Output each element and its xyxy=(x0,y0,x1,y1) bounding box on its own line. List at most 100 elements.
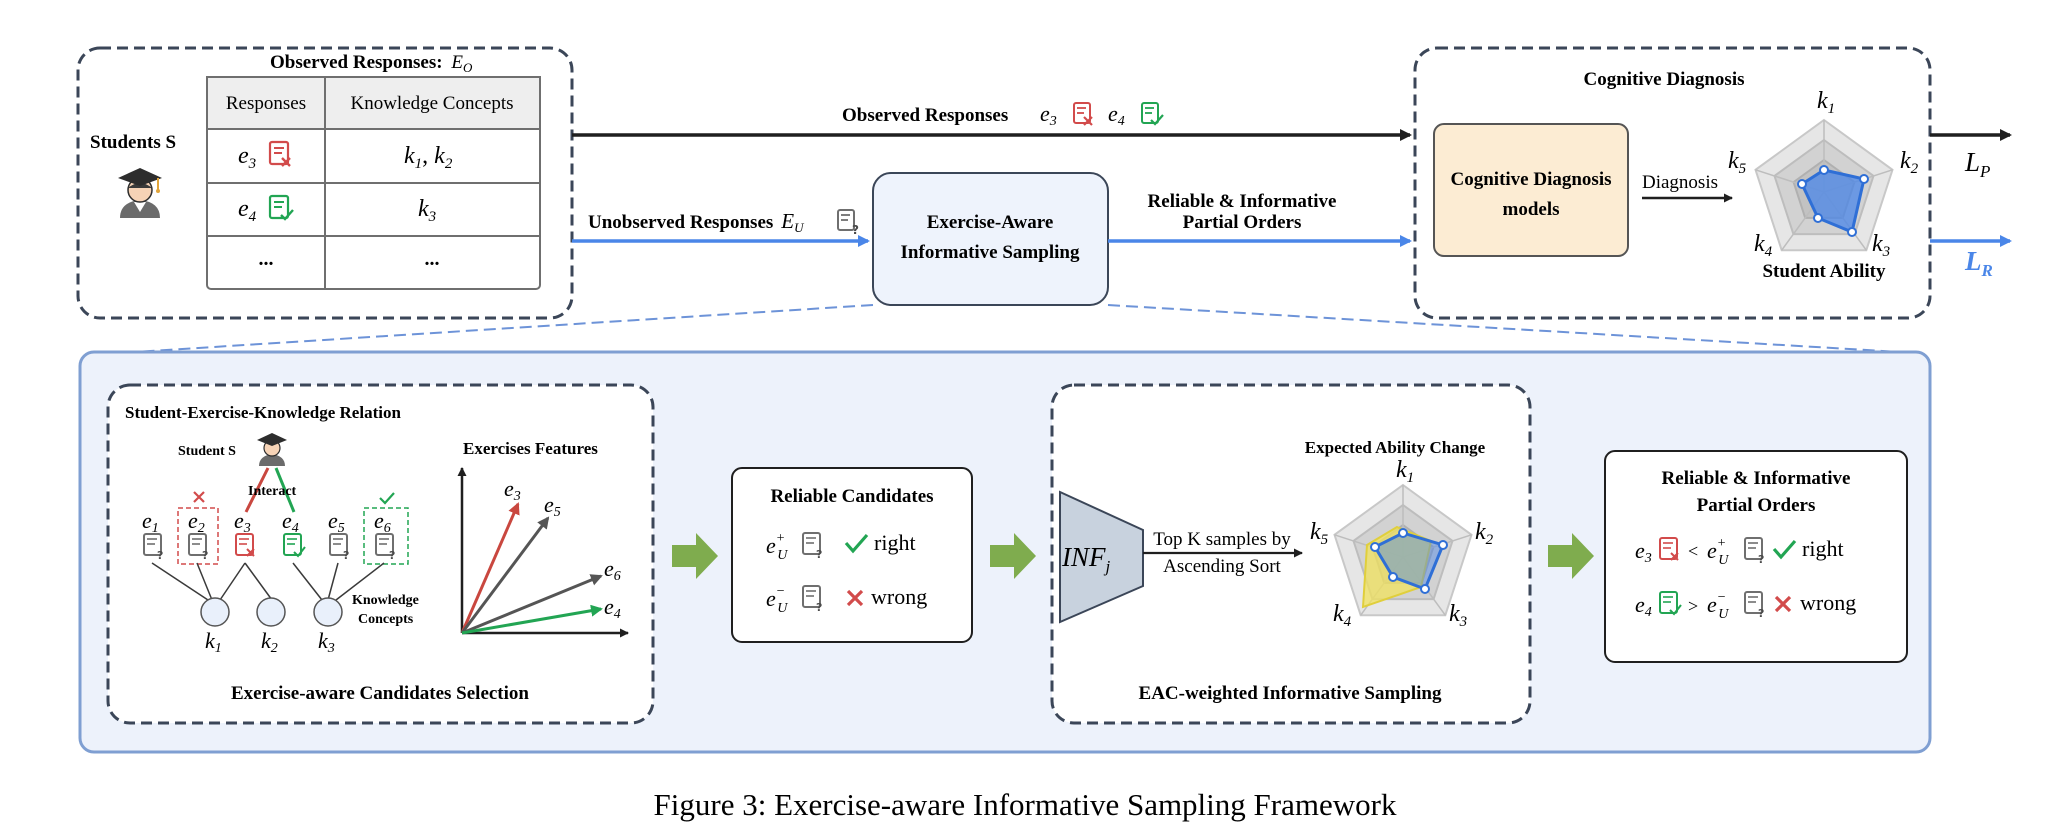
table-row-2-concepts: k3 xyxy=(418,196,436,225)
eac-radar-k1: k1 xyxy=(1396,457,1414,486)
eac-sampling-caption: EAC-weighted Informative Sampling xyxy=(1139,683,1442,704)
radar-k5: k5 xyxy=(1728,148,1747,177)
observed-responses-title: Observed Responses: EO xyxy=(270,52,473,75)
eac-radar-k4: k4 xyxy=(1333,601,1352,630)
student-avatar-icon xyxy=(257,433,287,466)
radar-k3: k3 xyxy=(1872,231,1890,260)
check-icon xyxy=(1772,539,1797,560)
candidate-negative: e−U xyxy=(766,584,788,616)
unknown-doc-icon: ? xyxy=(375,533,395,562)
unknown-doc-icon: ? xyxy=(329,533,349,562)
knowledge-k1: k1 xyxy=(205,628,222,656)
cd-models-line1: Cognitive Diagnosis xyxy=(1451,169,1612,190)
flow-arrow-2 xyxy=(990,533,1036,579)
exercise-concept-edges xyxy=(151,562,385,601)
orders-title-line2: Partial Orders xyxy=(1697,495,1816,516)
wrong-doc-icon xyxy=(1659,537,1679,561)
exercise-e6: e6 xyxy=(374,508,391,536)
knowledge-concepts-label-2: Concepts xyxy=(358,612,414,627)
topk-line1: Top K samples by xyxy=(1153,529,1291,550)
table-header-responses: Responses xyxy=(226,93,306,114)
candidate-positive-label: right xyxy=(874,530,916,555)
unknown-doc-icon: ? xyxy=(143,533,163,562)
svg-text:?: ? xyxy=(1758,607,1764,620)
radar-k4: k4 xyxy=(1754,231,1773,260)
exercise-e2: e2 xyxy=(188,508,205,536)
eac-radar-k5: k5 xyxy=(1310,519,1329,548)
svg-text:?: ? xyxy=(1758,553,1764,566)
table-row-3-response: ... xyxy=(259,248,274,270)
interact-line-red xyxy=(244,467,270,513)
cd-models-box xyxy=(1433,123,1629,257)
exercise-e3: e3 xyxy=(234,508,251,536)
right-doc-icon xyxy=(1141,102,1164,126)
interact-label: Interact xyxy=(248,484,297,499)
relation-title: Student-Exercise-Knowledge Relation xyxy=(125,403,401,422)
feature-label-e6: e6 xyxy=(604,556,621,584)
student-ability-label: Student Ability xyxy=(1762,261,1886,282)
knowledge-k2: k2 xyxy=(261,628,278,656)
feature-label-e3: e3 xyxy=(504,476,521,504)
interact-line-green xyxy=(274,467,296,513)
eac-radar-k2: k2 xyxy=(1475,519,1494,548)
reliable-candidates-title: Reliable Candidates xyxy=(770,486,933,507)
cognitive-diagnosis-box xyxy=(1413,46,1932,320)
exercise-e5: e5 xyxy=(328,508,345,536)
svg-text:?: ? xyxy=(816,601,822,614)
cross-icon xyxy=(1774,595,1792,613)
observed-responses-box xyxy=(76,46,574,320)
radar-title: Expected Ability Change xyxy=(1305,438,1486,457)
svg-text:?: ? xyxy=(157,549,163,562)
table-row-1-concepts: k1, k2 xyxy=(404,143,453,172)
cross-icon xyxy=(846,589,864,607)
unknown-doc-icon: ? xyxy=(802,532,822,561)
table-row-1-response: e3 xyxy=(238,143,256,172)
feature-vector-e6 xyxy=(461,574,603,635)
knowledge-concepts-label-1: Knowledge xyxy=(352,593,419,608)
order-row-2-right: e−U xyxy=(1707,590,1729,622)
partial-orders-line2: Partial Orders xyxy=(1183,212,1302,233)
expected-ability-radar: k1 k2 k3 k4 k5 xyxy=(1310,457,1494,630)
diagnosis-label: Diagnosis xyxy=(1642,172,1718,193)
observed-arrow-label: Observed Responses xyxy=(842,105,1008,126)
table-row-3-concepts: ... xyxy=(425,248,440,270)
check-icon xyxy=(844,533,869,554)
zoom-line-left xyxy=(134,304,874,353)
table-row-2-response: e4 xyxy=(238,196,257,225)
order-row-1-right: e+U xyxy=(1707,536,1729,568)
unknown-doc-icon: ? xyxy=(188,533,208,562)
student-avatar-icon xyxy=(118,168,162,218)
observed-e3: e3 xyxy=(1040,101,1057,129)
flow-arrow-1 xyxy=(672,533,718,579)
unknown-doc-icon: ? xyxy=(1744,537,1764,566)
exercise-e4: e4 xyxy=(282,508,299,536)
knowledge-node-k3 xyxy=(313,597,343,627)
unknown-doc-icon: ? xyxy=(1744,591,1764,620)
figure-caption: Figure 3: Exercise-aware Informative Sam… xyxy=(654,787,1397,822)
right-doc-icon xyxy=(1659,591,1682,616)
feature-vector-e4 xyxy=(461,604,603,635)
svg-text:?: ? xyxy=(852,223,859,237)
student-ability-radar: k1 k2 k3 k4 k5 xyxy=(1728,88,1919,260)
order-row-1-label: right xyxy=(1802,536,1844,561)
reliable-candidates-box xyxy=(731,467,973,643)
knowledge-k3: k3 xyxy=(318,628,335,656)
feature-vector-e5 xyxy=(460,516,550,634)
order-row-1-op: < xyxy=(1688,541,1698,561)
wrong-doc-icon xyxy=(235,533,255,557)
cognitive-diagnosis-title: Cognitive Diagnosis xyxy=(1584,69,1745,90)
inf-block xyxy=(1059,490,1144,624)
flow-arrow-3 xyxy=(1548,533,1594,579)
loss-p-label: LP xyxy=(1964,147,1990,181)
order-row-2-op: > xyxy=(1688,596,1698,616)
svg-text:?: ? xyxy=(389,549,395,562)
knowledge-node-k2 xyxy=(256,597,286,627)
inf-label: INFj xyxy=(1061,542,1111,576)
right-doc-icon xyxy=(268,194,294,221)
features-title: Exercises Features xyxy=(463,439,598,458)
table-header-knowledge-concepts: Knowledge Concepts xyxy=(350,93,513,114)
wrong-doc-icon xyxy=(268,140,291,167)
responses-table: Responses Knowledge Concepts e3 k1, k2 e… xyxy=(206,76,541,290)
